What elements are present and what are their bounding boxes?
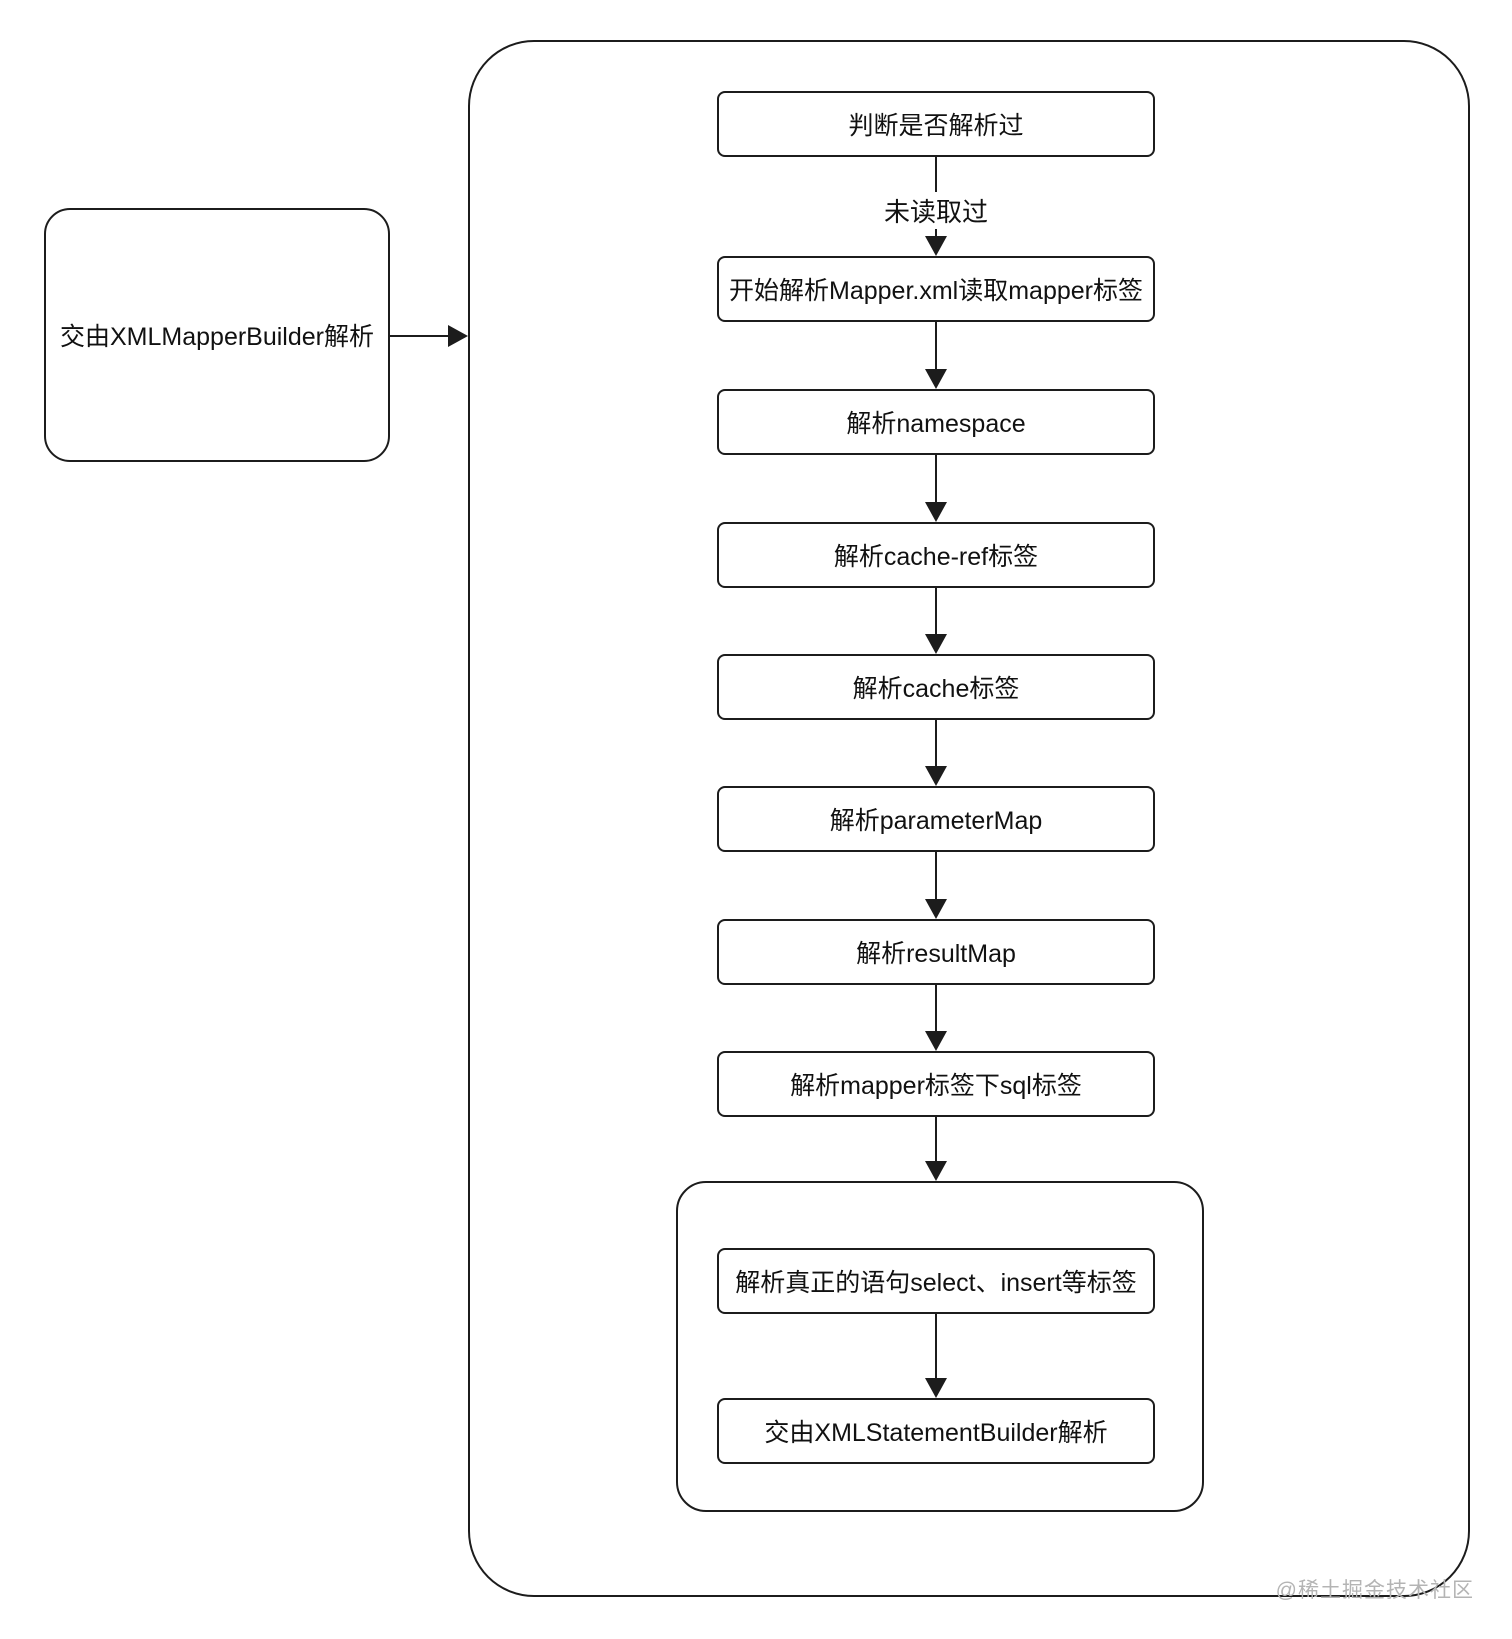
arrow-down-head-5-icon [925,766,947,786]
arrow-down-head-1-icon [925,236,947,256]
xmlstatementbuilder-label: 交由XMLStatementBuilder解析 [764,1419,1108,1447]
check-parsed-label: 判断是否解析过 [848,112,1024,140]
arrow-right-head-icon [448,325,468,347]
arrow-down-head-8-icon [925,1161,947,1181]
connector-8-line [934,1117,938,1161]
parse-statement-label: 解析真正的语句select、insert等标签 [735,1269,1137,1297]
connector-2-line [934,320,938,369]
parse-sql-label: 解析mapper标签下sql标签 [790,1072,1082,1100]
xmlmapperbuilder-node-label: 交由XMLMapperBuilder解析 [60,323,374,351]
parse-cache-ref-label: 解析cache-ref标签 [833,543,1039,571]
parse-cache-label: 解析cache标签 [852,675,1020,703]
parse-namespace-label: 解析namespace [846,410,1026,438]
connector-7-line [934,985,938,1031]
arrow-down-head-7-icon [925,1031,947,1051]
parse-cache-ref-node: 解析cache-ref标签 [717,522,1155,588]
arrow-down-head-4-icon [925,634,947,654]
parse-parametermap-node: 解析parameterMap [717,786,1155,852]
parse-resultmap-label: 解析resultMap [856,940,1016,968]
xmlstatementbuilder-node: 交由XMLStatementBuilder解析 [717,1398,1155,1464]
arrow-down-head-2-icon [925,369,947,389]
connector-3-line [934,455,938,502]
parse-mapper-xml-label: 开始解析Mapper.xml读取mapper标签 [729,277,1143,305]
arrow-down-head-9-icon [925,1378,947,1398]
arrow-down-head-6-icon [925,899,947,919]
watermark: @稀土掘金技术社区 [1275,1579,1474,1602]
xmlmapperbuilder-node: 交由XMLMapperBuilder解析 [44,208,390,462]
connector-6-line [934,852,938,899]
arrow-down-head-3-icon [925,502,947,522]
parse-parametermap-label: 解析parameterMap [829,807,1043,835]
connector-4-line [934,588,938,634]
connector-5-line [934,720,938,766]
parse-sql-node: 解析mapper标签下sql标签 [717,1051,1155,1117]
parse-resultmap-node: 解析resultMap [717,919,1155,985]
arrow-left-to-container-line [390,334,448,338]
parse-namespace-node: 解析namespace [717,389,1155,455]
check-parsed-node: 判断是否解析过 [717,91,1155,157]
parse-statement-node: 解析真正的语句select、insert等标签 [717,1248,1155,1314]
parse-cache-node: 解析cache标签 [717,654,1155,720]
edge-label-unread: 未读取过 [878,192,994,229]
connector-9-line [934,1314,938,1378]
parse-mapper-xml-node: 开始解析Mapper.xml读取mapper标签 [717,256,1155,322]
